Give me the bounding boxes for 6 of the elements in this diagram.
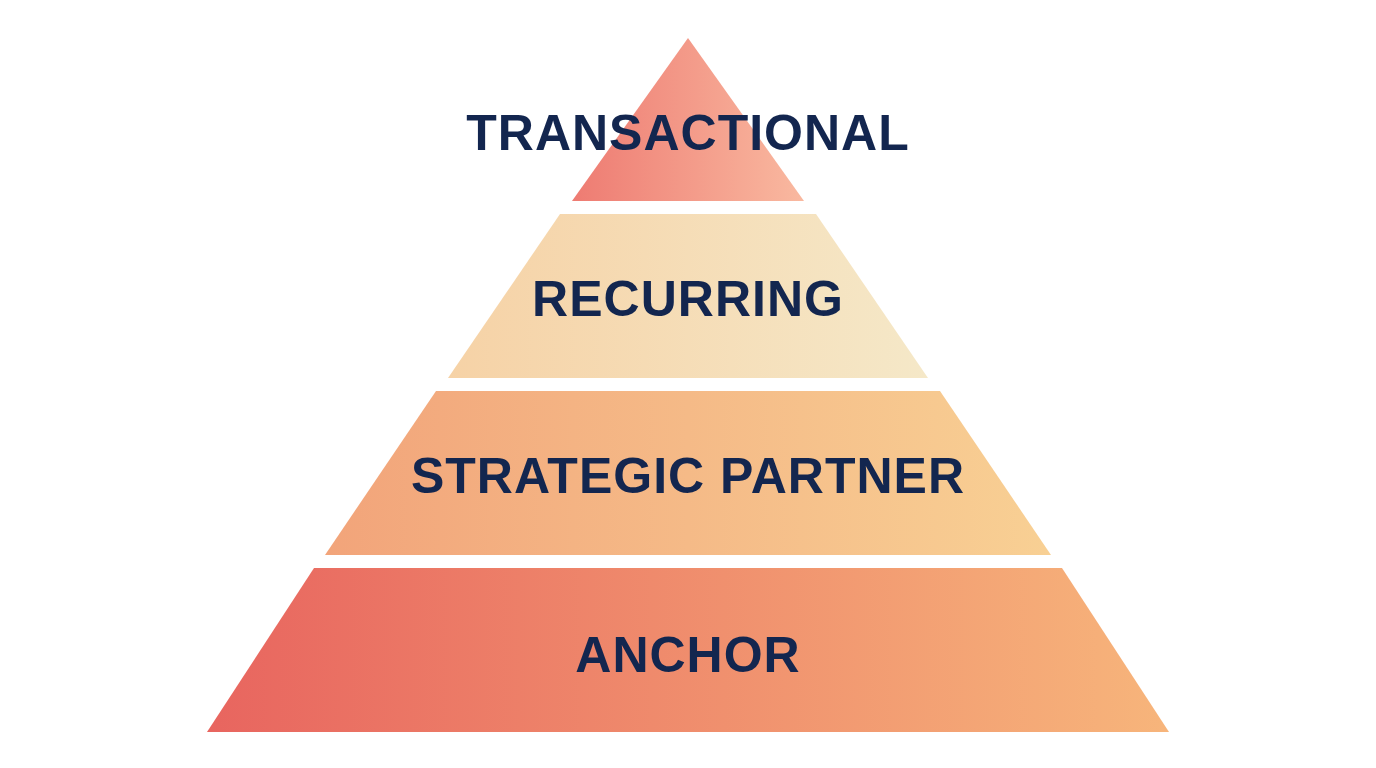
pyramid-tier <box>325 391 1051 555</box>
pyramid-tier <box>207 568 1169 732</box>
tier-label: ANCHOR <box>575 629 801 680</box>
tier-label: RECURRING <box>532 274 844 325</box>
tier-label: STRATEGIC PARTNER <box>411 451 965 502</box>
pyramid-tier <box>448 214 928 378</box>
